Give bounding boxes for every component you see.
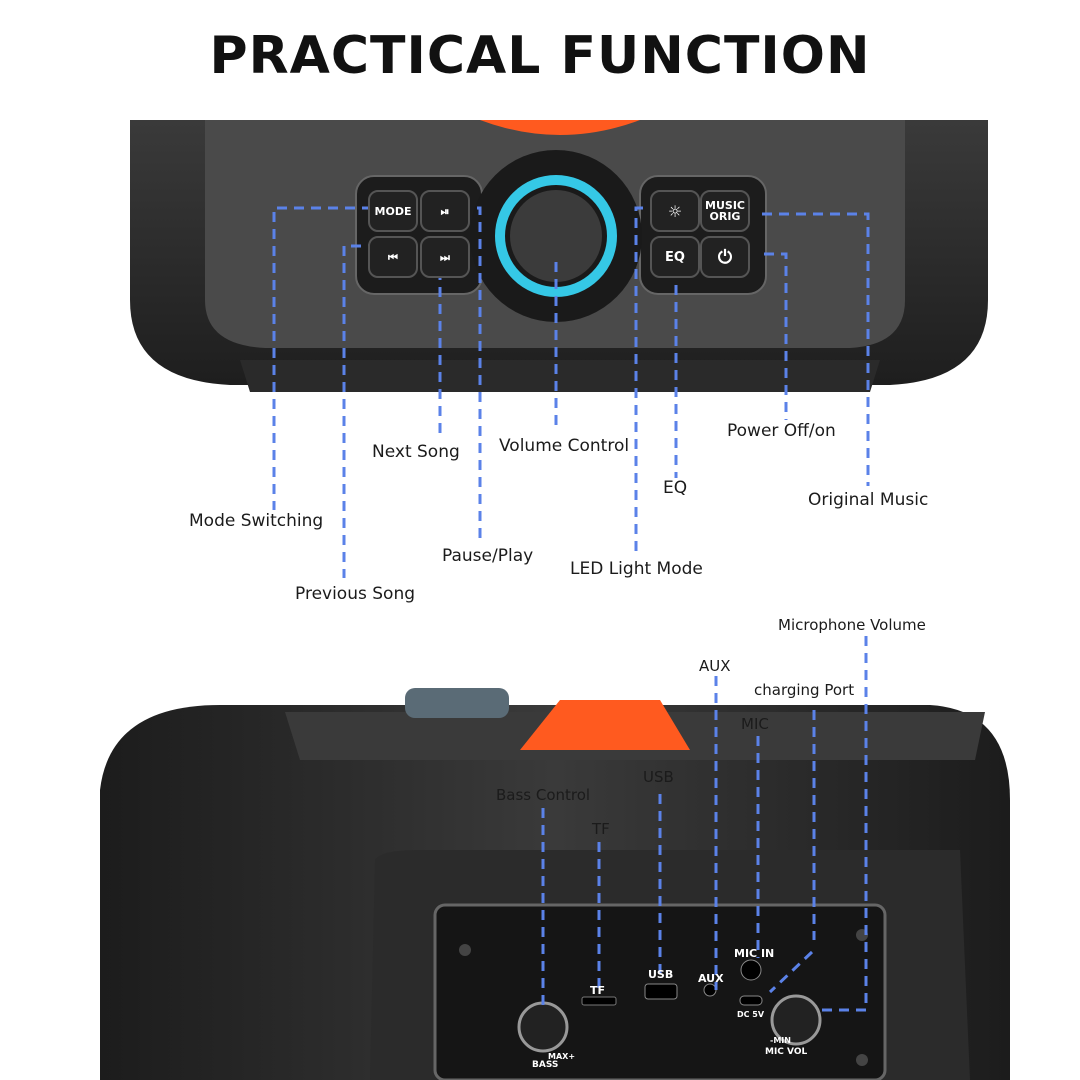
tf-slot: [581, 996, 617, 1006]
mic-vol-knob: [770, 994, 822, 1046]
next-icon: ⏭: [440, 250, 450, 264]
label-microphone-volume: Microphone Volume: [778, 616, 926, 634]
label-volume-control: Volume Control: [499, 436, 630, 456]
port-label-max: MAX+: [548, 1052, 576, 1061]
aux-port: [703, 983, 717, 997]
label-power: Power Off/on: [727, 421, 836, 441]
label-aux: AUX: [699, 657, 731, 675]
port-label-usb: USB: [648, 968, 674, 981]
label-previous-song: Previous Song: [295, 584, 416, 604]
port-label-mic-vol: MIC VOL: [765, 1047, 808, 1057]
previous-icon: ⏮: [388, 250, 398, 264]
orange-handle: [480, 120, 640, 135]
orange-handle-bottom: [520, 700, 690, 750]
mic-in-port: [740, 959, 762, 981]
label-eq: EQ: [663, 478, 688, 498]
label-pause-play: Pause/Play: [442, 546, 534, 566]
port-label-dc: DC 5V: [737, 1010, 765, 1019]
port-label-bass: BASS: [532, 1060, 559, 1070]
lightbulb-icon: ☼: [667, 201, 683, 221]
label-next-song: Next Song: [372, 442, 460, 462]
play-pause-button[interactable]: ⏯: [420, 190, 470, 232]
led-mode-button[interactable]: ☼: [650, 190, 700, 232]
next-button[interactable]: ⏭: [420, 236, 470, 278]
port-label-tf: TF: [590, 984, 606, 997]
usb-port: [644, 983, 678, 1000]
top-leader-lines: [272, 206, 870, 578]
page-title: PRACTICAL FUNCTION: [209, 26, 871, 86]
label-bass-control: Bass Control: [496, 786, 591, 804]
eq-button[interactable]: EQ: [650, 236, 700, 278]
music-orig-button[interactable]: MUSIC ORIG: [700, 190, 750, 232]
port-label-aux: AUX: [698, 972, 724, 985]
label-tf: TF: [592, 820, 610, 838]
bottom-leader-lines: [541, 636, 868, 1012]
label-original-music: Original Music: [808, 490, 929, 510]
dc-port: [739, 995, 763, 1006]
led-window: [405, 688, 509, 718]
label-charging-port: charging Port: [754, 681, 855, 699]
led-ring: [495, 175, 617, 297]
label-mode-switching: Mode Switching: [189, 511, 324, 531]
port-label-min: -MIN: [770, 1036, 791, 1045]
label-led-light-mode: LED Light Mode: [570, 559, 703, 579]
play-pause-icon: ⏯: [440, 204, 450, 218]
label-usb: USB: [643, 768, 674, 786]
grille: [240, 360, 880, 392]
power-icon: ⏻: [717, 246, 733, 268]
mode-button[interactable]: MODE: [368, 190, 418, 232]
bass-knob: [517, 1001, 569, 1053]
bottom-speaker: [100, 688, 1010, 1080]
previous-button[interactable]: ⏮: [368, 236, 418, 278]
label-mic: MIC: [741, 715, 769, 733]
top-speaker: [130, 120, 988, 392]
power-button[interactable]: ⏻: [700, 236, 750, 278]
port-label-mic-in: MIC IN: [734, 947, 775, 960]
